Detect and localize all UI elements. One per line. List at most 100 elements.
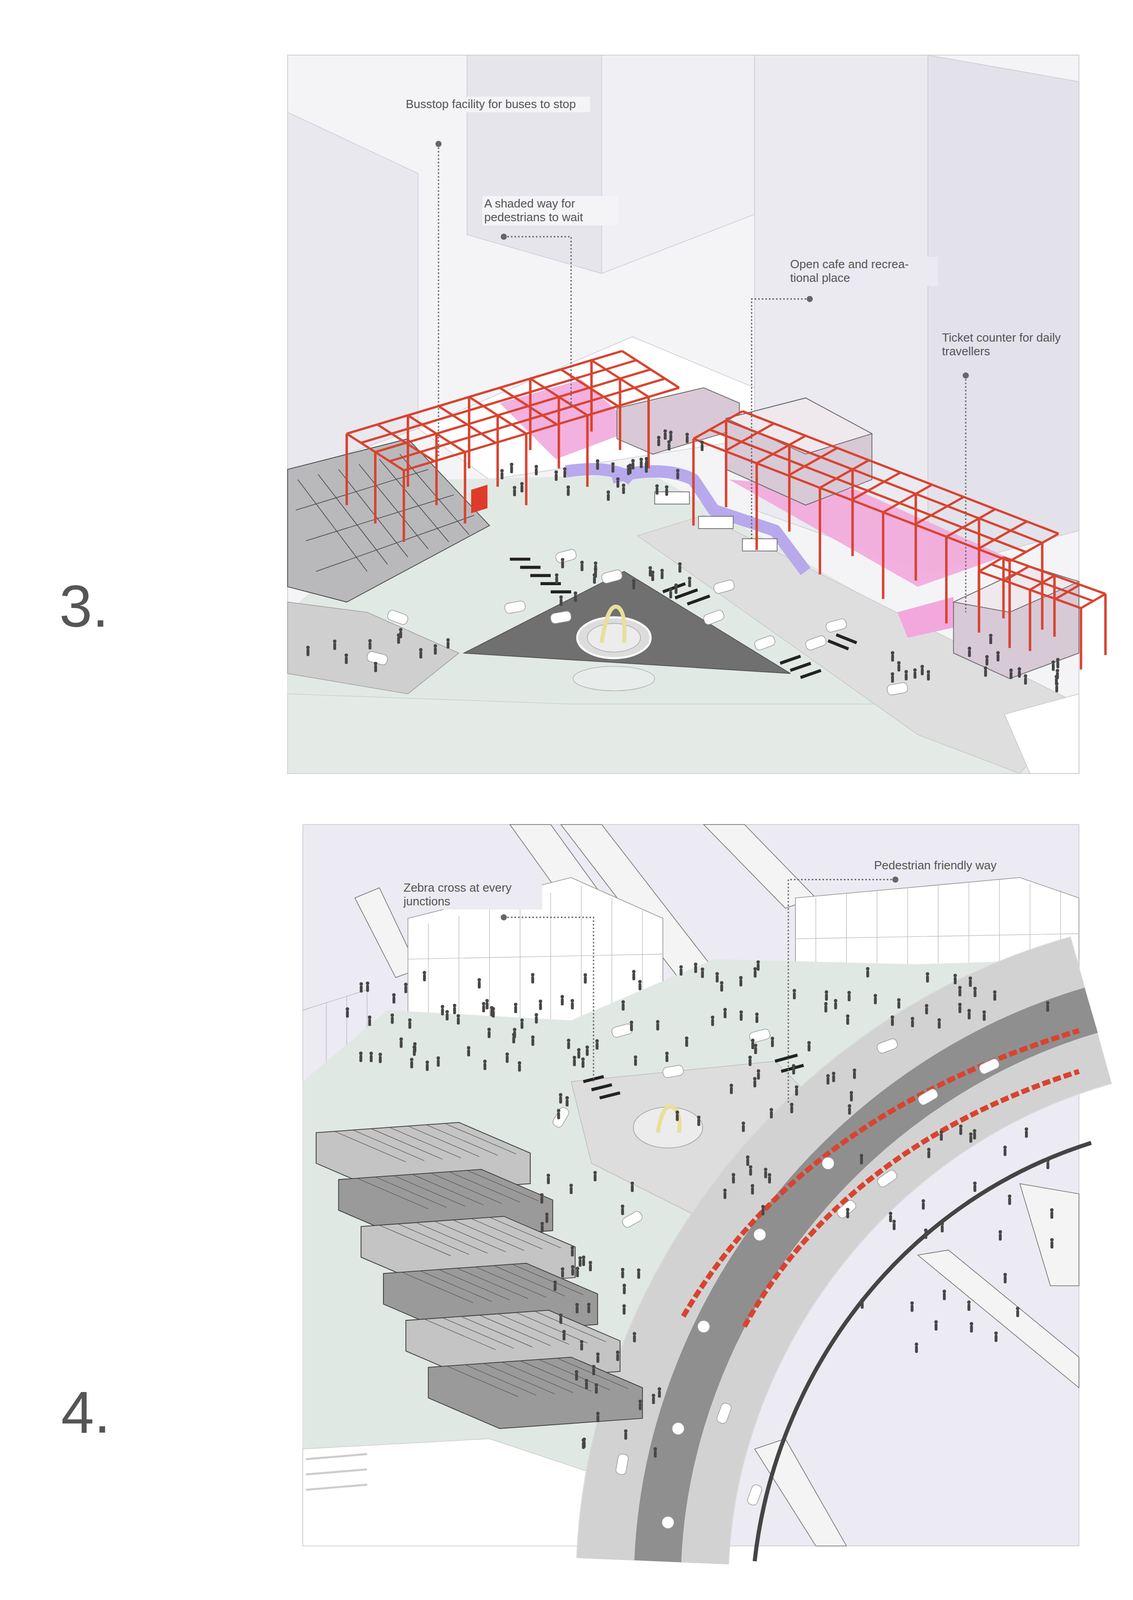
person: [768, 1175, 771, 1184]
person: [632, 582, 636, 590]
person: [456, 1014, 461, 1018]
person: [558, 1313, 563, 1317]
person: [792, 991, 796, 999]
person: [732, 1175, 735, 1184]
person: [676, 468, 680, 473]
person: [359, 982, 363, 986]
person: [1055, 668, 1060, 673]
person: [636, 1267, 641, 1272]
stall-rib: [408, 1125, 480, 1157]
person: [1055, 684, 1059, 693]
person: [846, 1017, 849, 1025]
person: [491, 1006, 496, 1011]
person: [373, 661, 378, 666]
person: [1051, 663, 1055, 671]
stall-rib: [470, 1218, 543, 1249]
person: [374, 664, 378, 673]
person: [679, 967, 683, 976]
person: [626, 467, 630, 476]
person: [710, 1015, 715, 1020]
person: [644, 465, 648, 473]
person: [996, 654, 1000, 662]
person: [596, 462, 600, 470]
person: [750, 1038, 755, 1042]
person: [723, 1191, 727, 1199]
person: [505, 1055, 509, 1063]
pergola-post: [818, 487, 822, 575]
person: [560, 994, 564, 999]
person: [517, 1064, 521, 1072]
person: [611, 465, 615, 473]
person: [345, 1006, 350, 1011]
person: [445, 1009, 450, 1014]
people: [306, 429, 1060, 693]
person: [378, 1052, 383, 1056]
person: [674, 586, 678, 594]
person: [344, 656, 348, 664]
person: [534, 464, 539, 469]
pergola-post: [586, 415, 589, 487]
person: [633, 1055, 638, 1059]
person: [993, 993, 997, 1001]
person: [755, 1015, 759, 1023]
stall-rib: [448, 1171, 521, 1202]
person: [566, 488, 570, 497]
pergola-beam: [991, 563, 1094, 601]
person: [409, 1057, 414, 1061]
person: [632, 1331, 637, 1335]
stall-rib: [489, 1216, 562, 1248]
person: [915, 1345, 918, 1353]
car: [554, 548, 578, 564]
pergola-beam: [375, 369, 651, 452]
person: [554, 470, 559, 474]
person: [425, 1060, 430, 1064]
person: [926, 669, 931, 674]
person: [584, 1378, 589, 1382]
leader-dots: [435, 140, 969, 921]
car: [835, 1198, 858, 1220]
person: [897, 660, 901, 665]
person: [723, 1188, 727, 1192]
person: [972, 1128, 977, 1133]
person: [572, 1055, 577, 1060]
person: [1055, 657, 1060, 662]
person: [359, 985, 363, 993]
car: [366, 650, 389, 666]
person: [616, 1353, 620, 1361]
person: [569, 1186, 573, 1194]
person: [575, 1269, 579, 1277]
person: [897, 998, 901, 1002]
person: [520, 485, 524, 493]
person: [638, 1399, 642, 1403]
person: [910, 1300, 915, 1305]
person: [1046, 1003, 1050, 1012]
person: [665, 488, 668, 496]
person: [958, 1005, 962, 1014]
person: [559, 598, 563, 606]
person: [1055, 681, 1059, 686]
stall-rib: [452, 1219, 525, 1251]
person: [665, 1051, 669, 1056]
person: [972, 1132, 976, 1140]
person: [700, 967, 705, 971]
person: [346, 1010, 349, 1018]
person: [531, 972, 535, 977]
person: [927, 1150, 931, 1159]
person: [1009, 671, 1013, 679]
callout-text: A shaded way for pedestrians to wait: [482, 196, 619, 226]
person: [1024, 677, 1027, 685]
person: [368, 638, 373, 643]
person: [567, 1041, 570, 1049]
person: [749, 1168, 752, 1176]
person: [631, 1184, 634, 1192]
person: [570, 1264, 575, 1269]
person: [630, 1181, 635, 1185]
person: [764, 1170, 767, 1178]
person: [753, 970, 757, 978]
person: [512, 485, 517, 490]
person: [651, 1393, 656, 1397]
person: [763, 1167, 768, 1171]
person: [1016, 1309, 1020, 1317]
person: [792, 988, 797, 993]
person: [545, 1215, 549, 1223]
